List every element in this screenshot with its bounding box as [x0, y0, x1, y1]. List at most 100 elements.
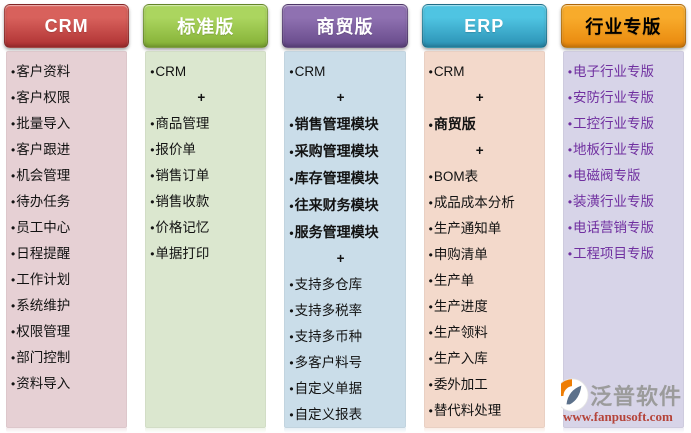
item-label: 自定义报表: [294, 407, 363, 422]
list-item-crm: •客户跟进: [11, 137, 125, 163]
bullet-icon: •: [11, 195, 16, 209]
list-item-crm: •机会管理: [11, 163, 125, 189]
bullet-icon: •: [289, 382, 294, 396]
bullet-icon: •: [428, 352, 433, 366]
bullet-icon: •: [567, 247, 573, 261]
item-label: 生产进度: [433, 299, 488, 314]
column-body-industry: •电子行业专版•安防行业专版•工控行业专版•地板行业专版•电磁阀专版•装潢行业专…: [562, 51, 685, 428]
list-item-trade: •自定义单据: [289, 376, 403, 402]
item-label: 电子行业专版: [573, 64, 655, 79]
bullet-icon: •: [567, 65, 573, 79]
item-label: 商贸版: [433, 116, 476, 132]
column-crm: CRM•客户资料•客户权限•批量导入•客户跟进•机会管理•待办任务•员工中心•日…: [4, 4, 130, 433]
column-header-standard[interactable]: 标准版: [143, 4, 269, 48]
list-item-industry[interactable]: •工控行业专版: [568, 111, 682, 137]
list-item-erp: •替代料处理: [429, 398, 543, 424]
item-label: 支持多币种: [294, 329, 363, 344]
bullet-icon: •: [289, 278, 294, 292]
list-item-crm: •员工中心: [11, 215, 125, 241]
bullet-icon: •: [428, 222, 433, 236]
list-item-crm: •工作计划: [11, 267, 125, 293]
column-header-industry[interactable]: 行业专版: [560, 4, 687, 48]
item-label: 服务管理模块: [294, 224, 379, 240]
bullet-icon: •: [428, 248, 433, 262]
list-item-industry[interactable]: •电话营销专版: [568, 215, 682, 241]
item-label: 支持多税率: [294, 303, 363, 318]
column-body-trade: •CRM+•销售管理模块•采购管理模块•库存管理模块•往来财务模块•服务管理模块…: [284, 51, 406, 428]
item-label: 替代料处理: [433, 403, 502, 418]
column-header-crm[interactable]: CRM: [4, 4, 130, 48]
list-item-industry[interactable]: •电磁阀专版: [568, 163, 682, 189]
list-item-crm: •客户权限: [11, 85, 125, 111]
bullet-icon: •: [567, 143, 573, 157]
list-item-trade: •自定义报表: [289, 402, 403, 428]
bullet-icon: •: [289, 330, 294, 344]
bullet-icon: •: [428, 274, 433, 288]
bullet-icon: •: [428, 378, 433, 392]
list-item-erp: •BOM表: [429, 164, 543, 190]
list-item-trade: •采购管理模块: [289, 138, 403, 165]
column-body-erp: •CRM+•商贸版+•BOM表•成品成本分析•生产通知单•申购清单•生产单•生产…: [423, 51, 545, 428]
item-label: 单据打印: [155, 246, 210, 261]
bullet-icon: •: [567, 117, 573, 131]
list-item-industry[interactable]: •工程项目专版: [568, 241, 682, 267]
bullet-icon: •: [289, 356, 294, 370]
column-reflection: [562, 428, 685, 433]
list-item-standard: •商品管理: [150, 111, 264, 137]
column-header-erp[interactable]: ERP: [421, 4, 547, 48]
list-item-erp: •生产入库: [429, 346, 543, 372]
column-standard: 标准版•CRM+•商品管理•报价单•销售订单•销售收款•价格记忆•单据打印: [143, 4, 269, 433]
list-item-erp: •成品成本分析: [429, 190, 543, 216]
column-reflection: [423, 428, 545, 433]
column-body-crm: •客户资料•客户权限•批量导入•客户跟进•机会管理•待办任务•员工中心•日程提醒…: [6, 51, 128, 428]
list-item-industry[interactable]: •电子行业专版: [568, 59, 682, 85]
list-item-crm: •资料导入: [11, 371, 125, 397]
item-label: 申购清单: [433, 247, 488, 262]
item-label: 机会管理: [16, 168, 71, 183]
bullet-icon: •: [11, 143, 16, 157]
item-label: 电话营销专版: [573, 220, 655, 235]
list-item-industry[interactable]: •地板行业专版: [568, 137, 682, 163]
item-label: 采购管理模块: [294, 143, 379, 159]
list-item-trade: •库存管理模块: [289, 165, 403, 192]
bullet-icon: •: [11, 377, 16, 391]
list-item-crm: •权限管理: [11, 319, 125, 345]
column-reflection: [284, 428, 406, 433]
bullet-icon: •: [289, 199, 294, 213]
bullet-icon: •: [567, 169, 573, 183]
item-label: 装潢行业专版: [573, 194, 655, 209]
bullet-icon: •: [428, 326, 433, 340]
fanpu-logo-icon: [561, 378, 589, 412]
list-item-industry[interactable]: •装潢行业专版: [568, 189, 682, 215]
plus-label: +: [336, 90, 345, 105]
list-item-crm: •待办任务: [11, 189, 125, 215]
item-label: 销售订单: [155, 168, 210, 183]
column-header-trade[interactable]: 商贸版: [282, 4, 408, 48]
list-item-erp: •CRM: [429, 59, 543, 85]
bullet-icon: •: [289, 304, 294, 318]
bullet-icon: •: [150, 169, 155, 183]
item-label: 委外加工: [433, 377, 488, 392]
watermark-url[interactable]: www.fanpusoft.com: [563, 409, 673, 424]
bullet-icon: •: [428, 300, 433, 314]
list-item-erp: •生产进度: [429, 294, 543, 320]
bullet-icon: •: [11, 351, 16, 365]
item-label: 部门控制: [16, 350, 71, 365]
item-label: 批量导入: [16, 116, 71, 131]
list-item-standard: •单据打印: [150, 241, 264, 267]
plus-separator: +: [429, 85, 543, 111]
item-label: 生产通知单: [433, 221, 502, 236]
item-label: BOM表: [433, 169, 479, 184]
item-label: 自定义单据: [294, 381, 363, 396]
bullet-icon: •: [289, 226, 294, 240]
list-item-trade: •多客户料号: [289, 350, 403, 376]
item-label: 销售管理模块: [294, 116, 379, 132]
plus-label: +: [197, 90, 206, 105]
item-label: 工作计划: [16, 272, 71, 287]
plus-label: +: [475, 90, 484, 105]
list-item-crm: •批量导入: [11, 111, 125, 137]
bullet-icon: •: [11, 117, 16, 131]
bullet-icon: •: [567, 195, 573, 209]
bullet-icon: •: [11, 169, 16, 183]
list-item-industry[interactable]: •安防行业专版: [568, 85, 682, 111]
